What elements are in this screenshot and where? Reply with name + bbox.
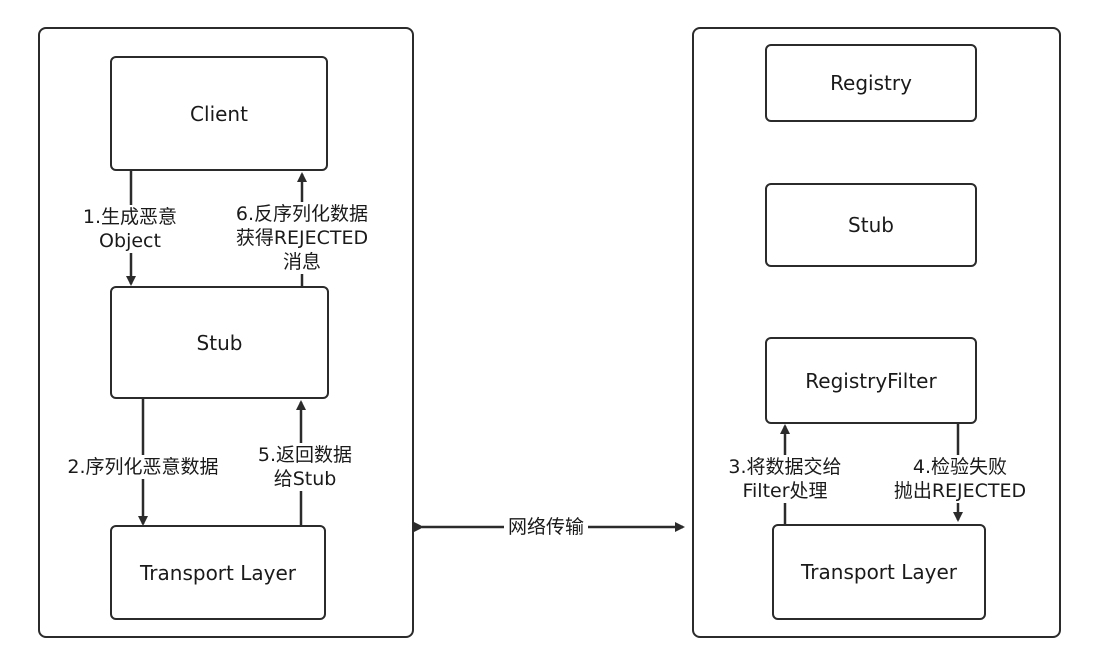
right-transport-box: Transport Layer [772, 524, 986, 620]
network-label: 网络传输 [504, 515, 589, 539]
step5-label: 5.返回数据 给Stub [246, 443, 364, 491]
registry-label: Registry [830, 71, 912, 95]
left-transport-box: Transport Layer [110, 525, 326, 620]
registry-filter-box: RegistryFilter [765, 337, 977, 424]
step1-label: 1.生成恶意 Object [70, 205, 190, 253]
right-transport-label: Transport Layer [801, 560, 957, 584]
left-transport-label: Transport Layer [140, 560, 296, 585]
client-box: Client [110, 56, 328, 171]
left-stub-box: Stub [110, 286, 329, 399]
client-label: Client [190, 101, 248, 126]
step6-label: 6.反序列化数据 获得REJECTED 消息 [222, 202, 382, 274]
right-stub-box: Stub [765, 183, 977, 267]
step4-label: 4.检验失败 抛出REJECTED [878, 455, 1042, 503]
step3-label: 3.将数据交给 Filter处理 [715, 455, 855, 503]
registry-filter-label: RegistryFilter [805, 368, 937, 393]
left-stub-label: Stub [196, 330, 243, 355]
step2-label: 2.序列化恶意数据 [50, 455, 236, 479]
right-stub-label: Stub [848, 213, 894, 237]
registry-box: Registry [765, 44, 977, 122]
